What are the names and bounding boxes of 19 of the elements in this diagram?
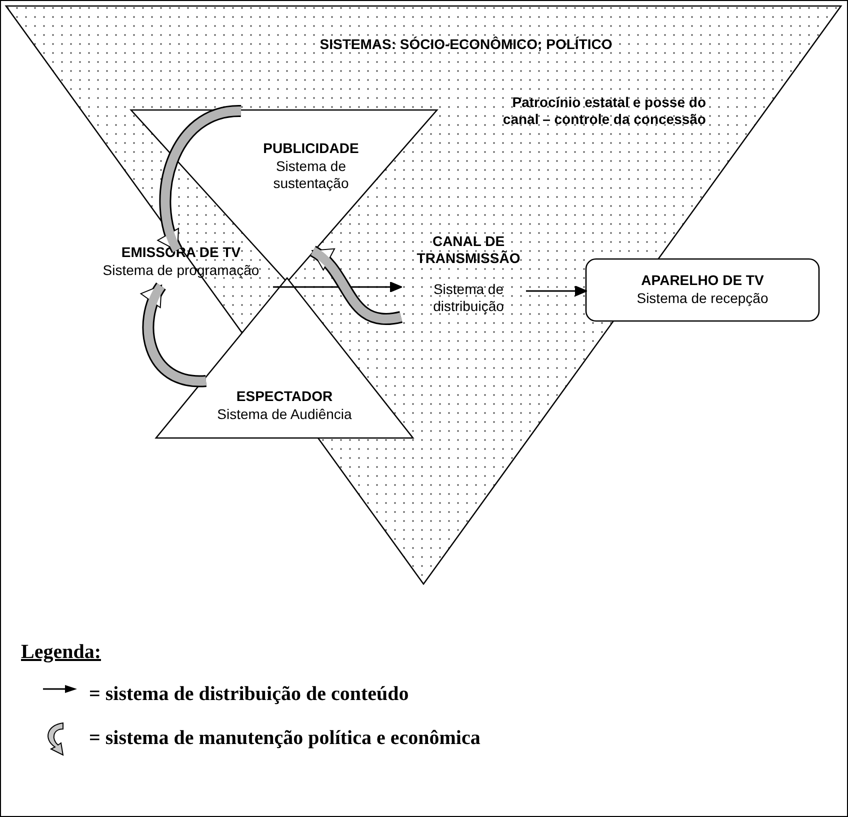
description-text: Sistema de Audiência [216, 406, 353, 423]
tv-set-box [586, 259, 819, 321]
heading-text: SISTEMAS: SÓCIO-ECONÔMICO; POLÍTICO [318, 36, 614, 53]
heading-text: APARELHO DE TV [640, 272, 765, 289]
description-text: Sistema de sustentação [272, 158, 350, 192]
channel-description-text: Sistema de distribuição [432, 281, 505, 315]
channel-heading-text: CANAL DE TRANSMISSÃO [416, 233, 522, 267]
legend-text: = sistema de distribuição de conteúdo [89, 683, 409, 706]
legend-heading: Legenda: [21, 641, 101, 664]
heading-text: ESPECTADOR [235, 388, 334, 405]
curved-block-arrow [310, 246, 402, 325]
arrow [526, 286, 588, 296]
arrow [273, 282, 402, 292]
legend-text: = sistema de manutenção política e econômica [89, 727, 480, 750]
curved-block-arrow [141, 282, 206, 387]
description-text: Sistema de recepção [636, 290, 770, 307]
heading-text: PUBLICIDADE [262, 140, 360, 157]
curved-block-arrow [158, 105, 242, 252]
note-text: Patrocínio estatal e posse do canal – controle da concessão [502, 94, 706, 128]
